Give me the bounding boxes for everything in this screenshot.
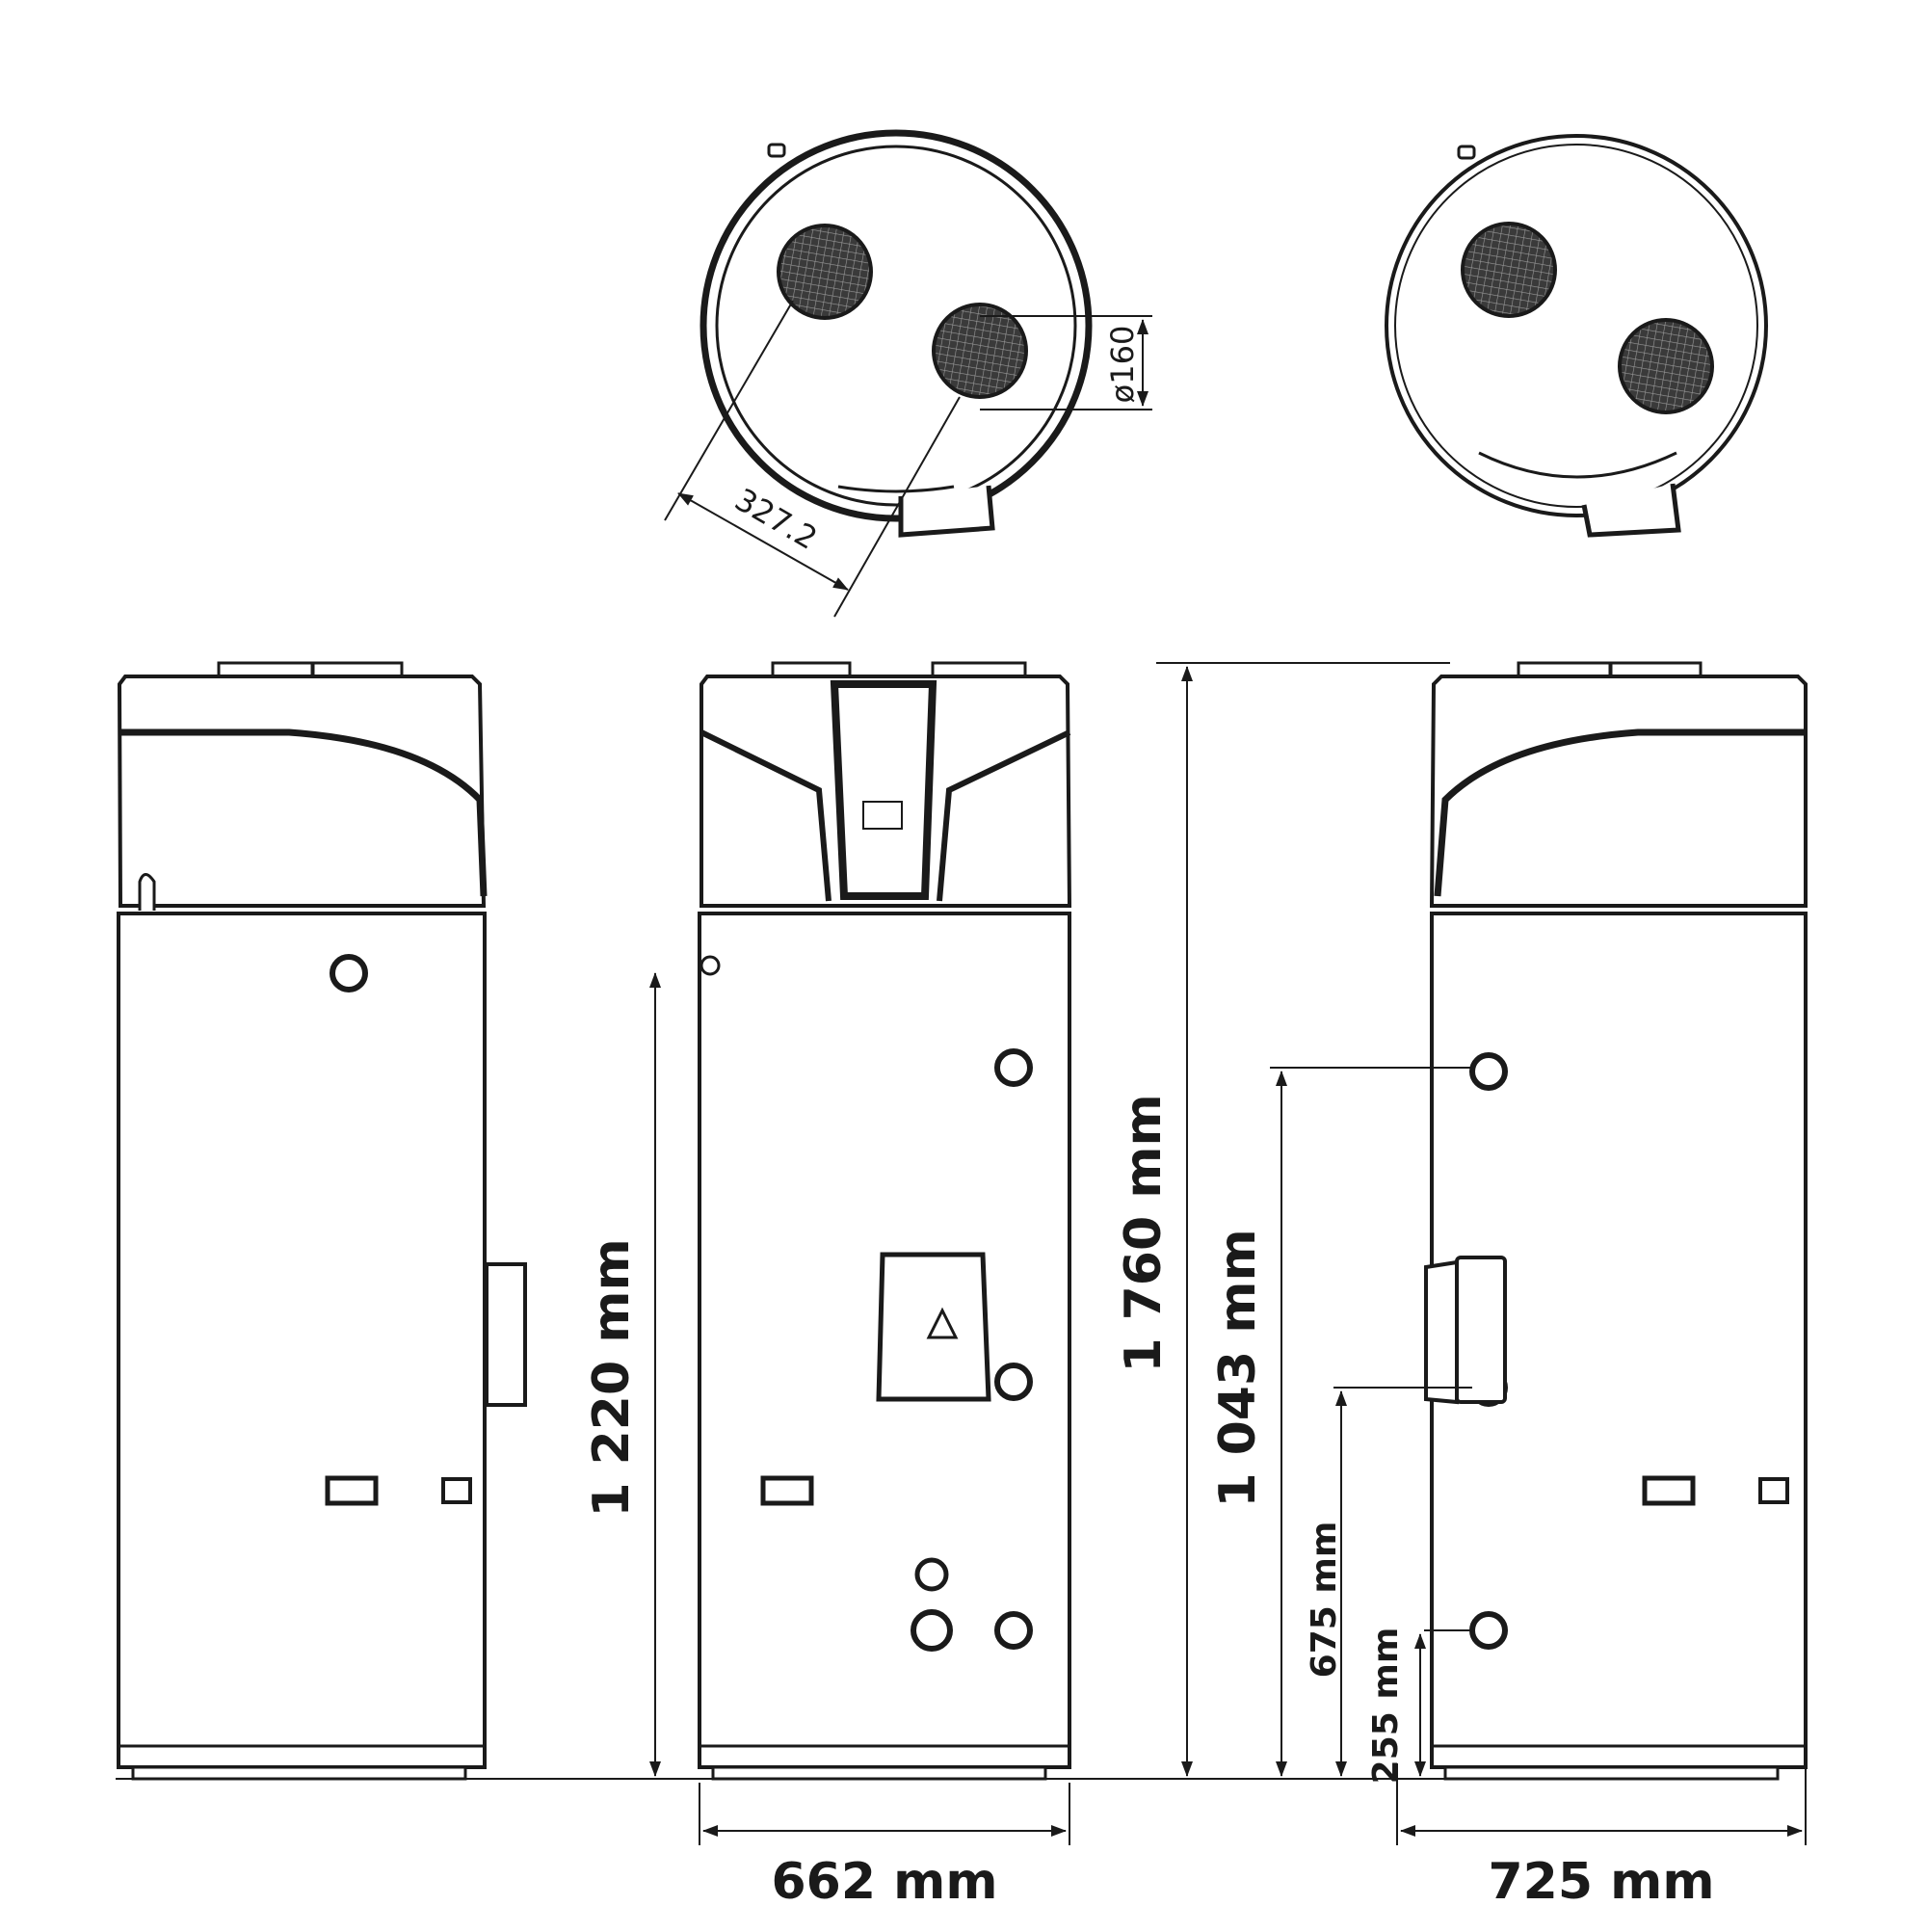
dimension-lines: 1 220 mm 1 760 mm 1 043 mm 675 mm 255 mm… — [116, 662, 1807, 1911]
top-view-right — [1385, 134, 1768, 538]
side-connector-right — [1581, 483, 1681, 538]
vent-cap-4 — [931, 661, 1027, 678]
air-inlet-grille-left — [777, 224, 873, 320]
top-view-left: ø160 327.2 — [664, 129, 1152, 618]
top-view-left-outer-ring — [700, 129, 1093, 522]
port-middle-4 — [911, 1609, 953, 1652]
warning-icon — [926, 1307, 959, 1339]
port-left-top — [330, 954, 368, 992]
front-view-middle — [698, 661, 1072, 1781]
dim-1043-label: 1 043 mm — [1209, 1229, 1267, 1507]
spacing-dim-line — [677, 492, 849, 591]
feet-left — [131, 1765, 467, 1781]
side-connector-left — [898, 485, 995, 538]
feet-middle — [711, 1765, 1047, 1781]
port-middle-5 — [994, 1611, 1033, 1650]
dim-662-label: 662 mm — [771, 1853, 997, 1911]
port-middle-2 — [994, 1363, 1033, 1401]
vent-cap-1 — [217, 661, 314, 678]
control-panel — [830, 680, 937, 900]
spacing-ext-2 — [833, 396, 961, 618]
vent-cap-3 — [771, 661, 852, 678]
air-outlet-grille-right — [1618, 318, 1714, 414]
head-contour-middle — [700, 729, 1071, 902]
handle-slot-3 — [760, 1475, 814, 1506]
vent-cap-2 — [311, 661, 404, 678]
display-edge — [837, 485, 955, 493]
head-curve-right — [1434, 728, 1806, 897]
dim-255-label: 255 mm — [1366, 1628, 1406, 1785]
unit-head-left — [117, 675, 487, 908]
dim-725-label: 725 mm — [1488, 1853, 1714, 1911]
air-inlet-grille-right — [1461, 222, 1557, 318]
vent-cap-5 — [1517, 661, 1612, 678]
handle-slot-5 — [1758, 1477, 1789, 1504]
tank-body-left — [117, 912, 487, 1769]
dim-1220-label: 1 220 mm — [583, 1238, 641, 1517]
handle-slot-2 — [441, 1477, 472, 1504]
vent-cap-6 — [1609, 661, 1703, 678]
handle-left — [138, 873, 156, 911]
feet-right — [1443, 1765, 1780, 1781]
top-view-right-inner-ring — [1394, 144, 1758, 508]
top-view-right-outer-ring — [1385, 134, 1768, 517]
spacing-ext-1 — [664, 300, 794, 521]
head-curve-left — [119, 728, 488, 897]
port-middle-1 — [994, 1048, 1033, 1087]
top-view-right-tab — [1457, 145, 1476, 160]
unit-head-right — [1429, 675, 1808, 908]
side-view-right — [1424, 661, 1808, 1781]
handle-slot-1 — [325, 1475, 379, 1506]
port-right-1 — [1469, 1052, 1508, 1091]
port-middle-3 — [914, 1557, 949, 1592]
port-right-3 — [1469, 1611, 1508, 1650]
front-edge-right — [1478, 451, 1677, 479]
panel-buttons — [862, 801, 903, 830]
side-view-left — [117, 661, 527, 1781]
air-outlet-grille-left — [932, 303, 1028, 399]
dim-1760-label: 1 760 mm — [1115, 1094, 1173, 1372]
duct-diameter-label: ø160 — [1104, 326, 1141, 404]
top-view-left-inner-ring — [715, 145, 1077, 507]
dim-675-label: 675 mm — [1305, 1522, 1344, 1679]
handle-slot-4 — [1642, 1475, 1696, 1506]
side-port-middle — [700, 955, 721, 976]
side-box-right-flap — [1424, 1259, 1459, 1405]
side-box-right — [1455, 1256, 1507, 1404]
top-view-left-tab — [767, 143, 786, 158]
side-box-left — [485, 1262, 527, 1407]
